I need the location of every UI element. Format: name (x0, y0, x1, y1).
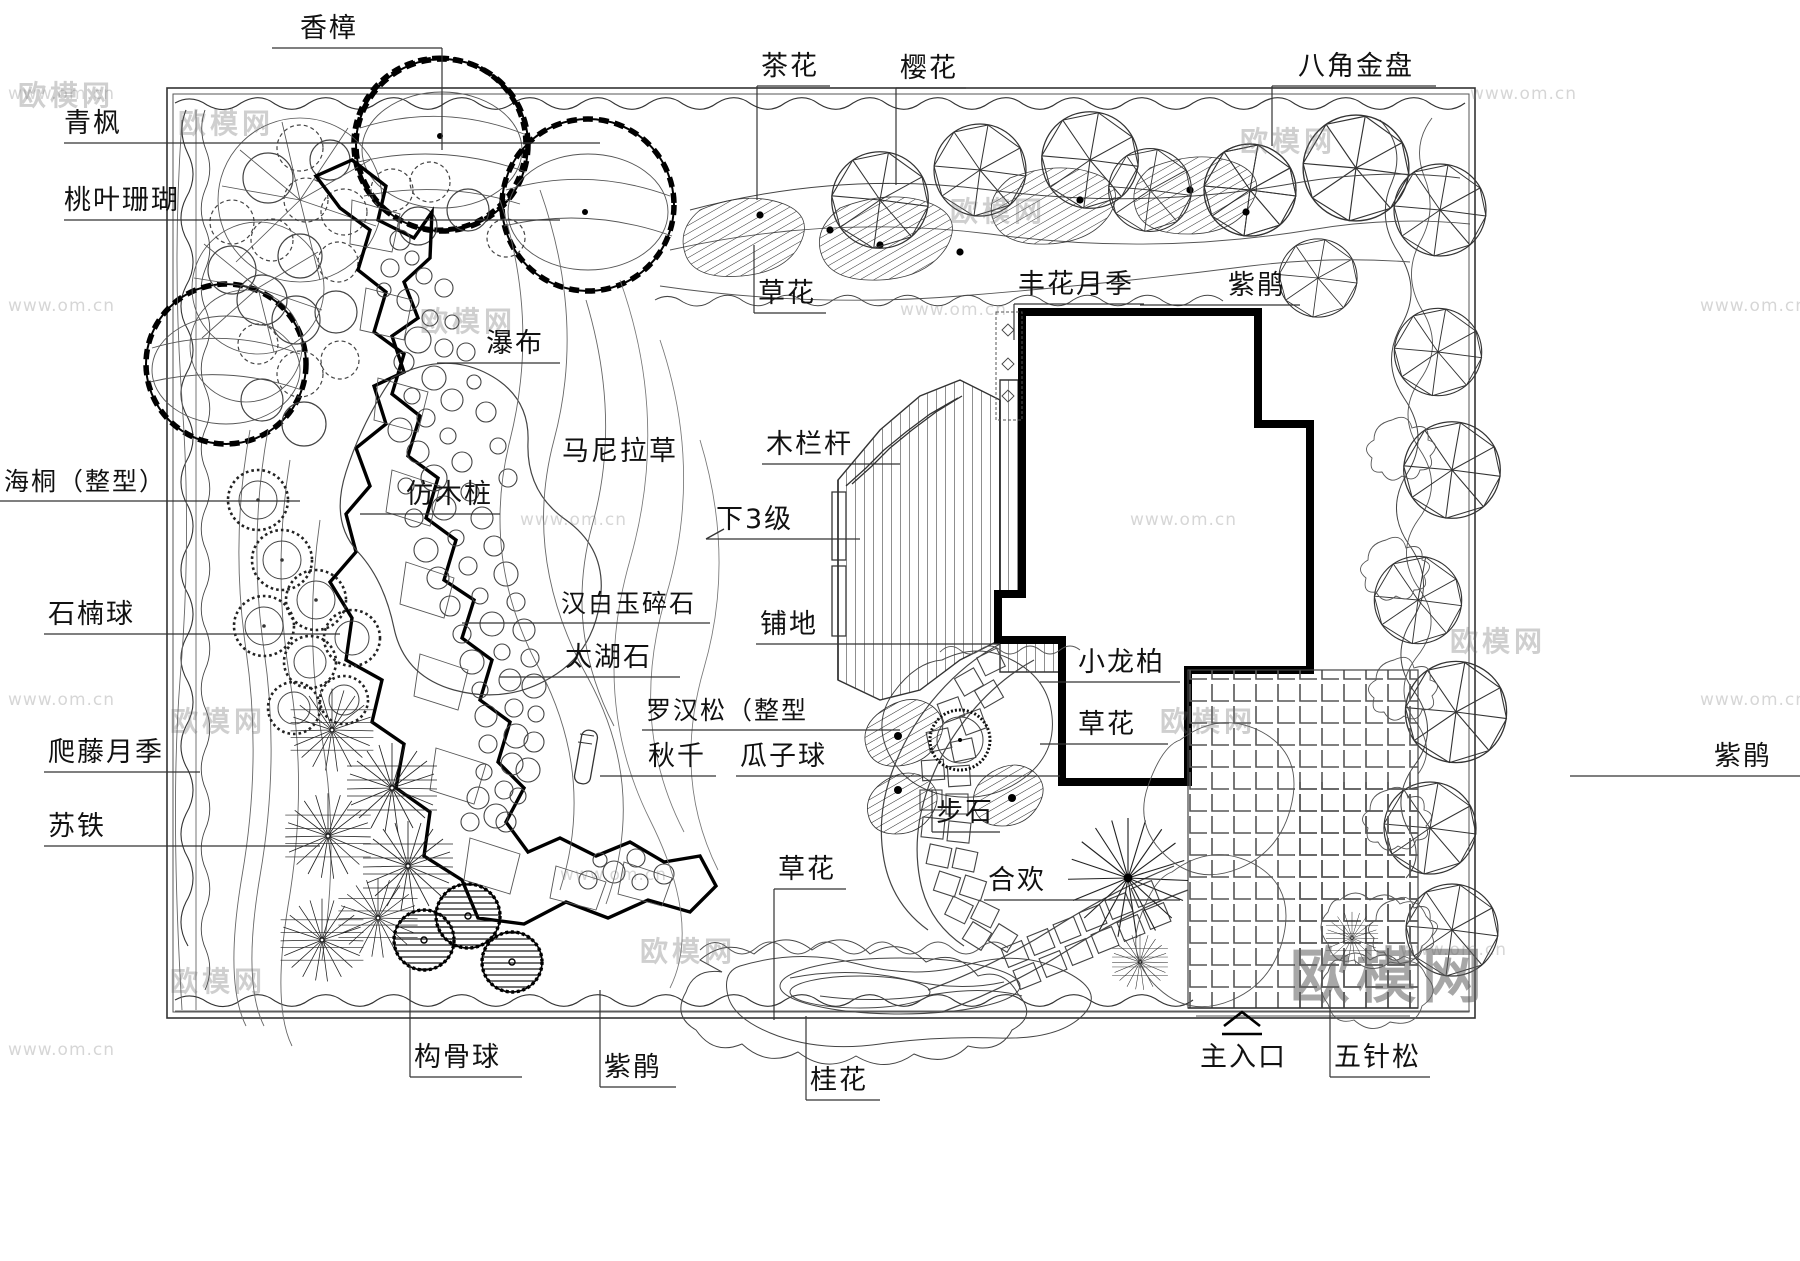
plant-label-guihua: 桂花 (810, 1065, 868, 1096)
plant-label-bajiaojinpan: 八角金盘 (1298, 51, 1414, 82)
plant-label-shinanqiu: 石楠球 (48, 599, 135, 630)
plant-label-chahua: 茶花 (761, 51, 819, 82)
plant-label-pubu: 瀑布 (486, 328, 544, 359)
plant-label-caohua-top: 草花 (758, 278, 816, 309)
plant-label-hehuan: 合欢 (988, 865, 1046, 896)
plant-label-pudi: 铺地 (760, 609, 818, 640)
plant-label-zijuan-bot: 紫鹃 (604, 1052, 662, 1083)
plant-label-zijuan-right: 紫鹃 (1714, 741, 1772, 772)
plant-label-caohua-house: 草花 (1078, 709, 1136, 740)
plant-label-sutie: 苏铁 (48, 811, 106, 842)
plant-label-zijuan-top: 紫鹃 (1228, 270, 1286, 301)
plant-label-patengyueji: 爬藤月季 (48, 737, 164, 768)
plant-label-fangmuzhuang: 仿木桩 (406, 479, 493, 510)
plant-label-qingfeng: 青枫 (64, 108, 122, 139)
plant-label-zhurukou: 主入口 (1200, 1042, 1287, 1073)
plant-label-guaziqiu: 瓜子球 (740, 741, 827, 772)
plant-label-fenghuayueji: 丰花月季 (1018, 269, 1134, 300)
plant-label-manilacao: 马尼拉草 (562, 436, 678, 467)
plant-label-haitong: 海桐（整型） (4, 467, 167, 496)
plant-label-gouguqiu: 构骨球 (414, 1042, 501, 1073)
plant-label-luohansong: 罗汉松（整型 (646, 696, 809, 725)
plant-label-yinghua: 樱花 (900, 53, 958, 84)
plant-label-xiangzhang: 香樟 (300, 13, 358, 44)
plant-label-xia3ji: 下3级 (716, 504, 794, 535)
plant-label-bushi: 步石 (936, 797, 994, 828)
plant-label-taihushi: 太湖石 (565, 642, 652, 673)
plant-label-caohua-bot: 草花 (778, 854, 836, 885)
plant-label-taoyeshanhu: 桃叶珊瑚 (64, 185, 180, 216)
plant-label-wuzhensong: 五针松 (1334, 1042, 1421, 1073)
plant-label-hanbaiyusuishi: 汉白玉碎石 (561, 589, 697, 618)
plant-label-mulangan: 木栏杆 (766, 429, 853, 460)
plant-label-xiaolongbai: 小龙柏 (1078, 647, 1165, 678)
plant-label-qiuqian: 秋千 (648, 741, 706, 772)
